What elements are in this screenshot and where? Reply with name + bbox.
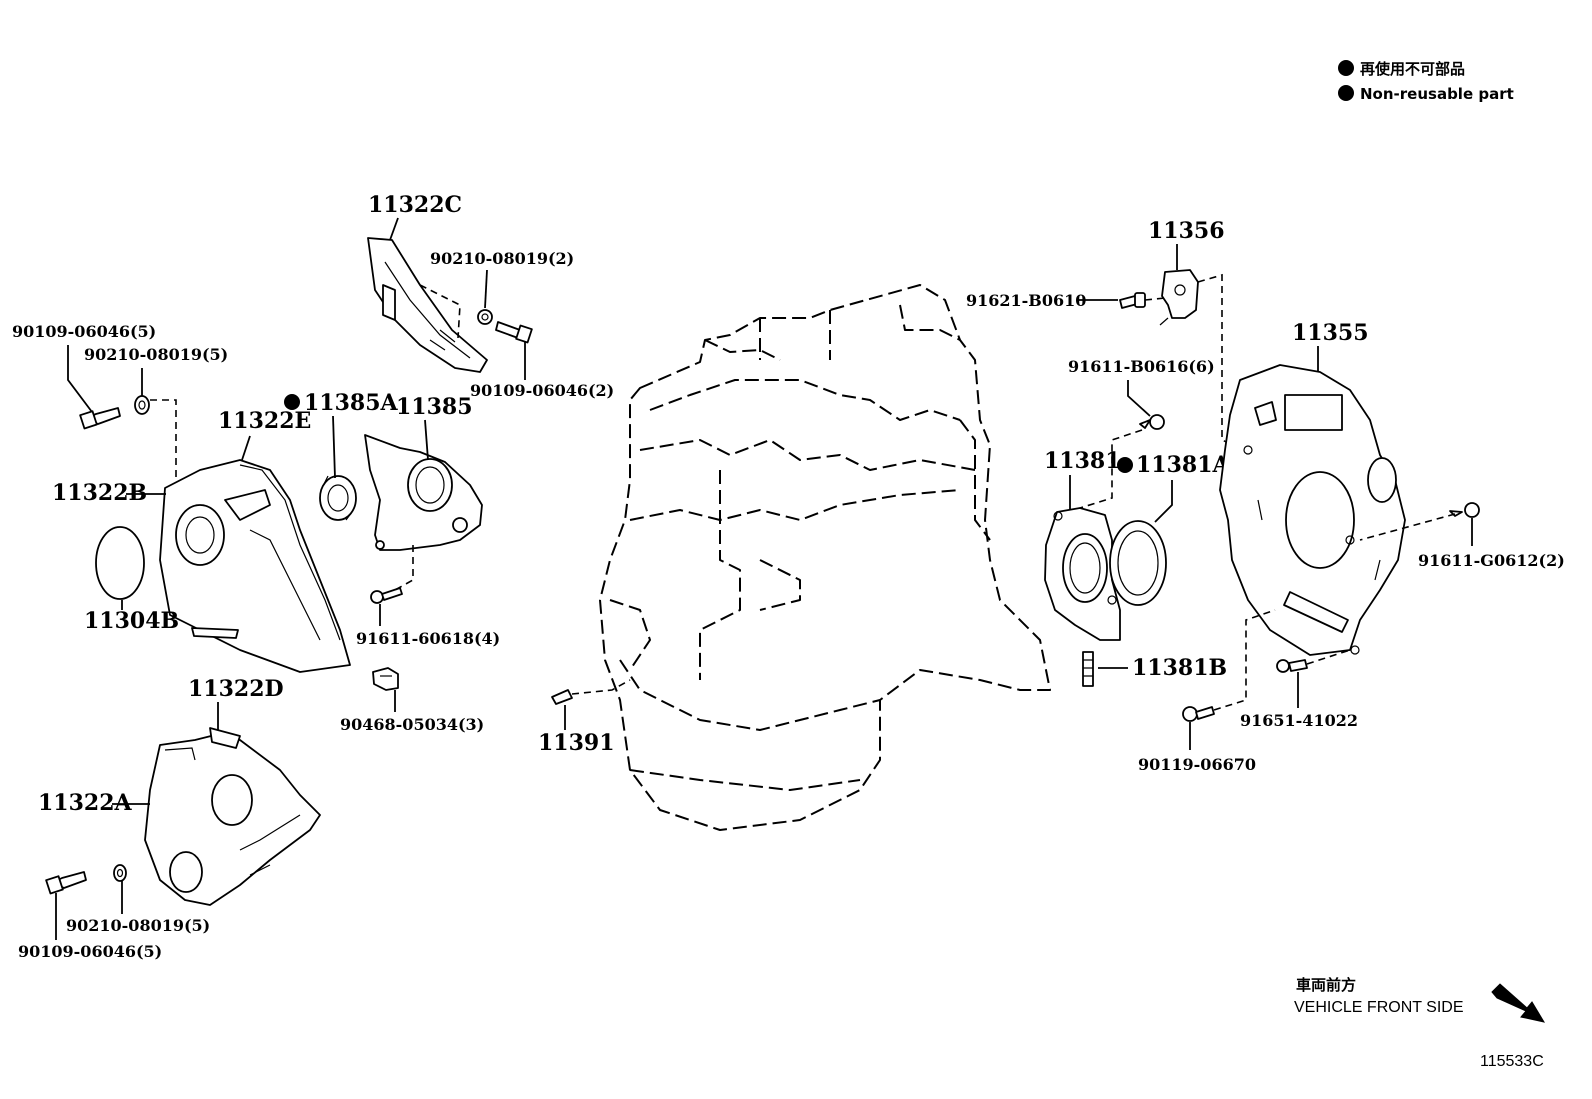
part-91611-B0616: 91611-B0616(6) — [1068, 357, 1215, 509]
label-90109-06046-5-top: 90109-06046(5) — [12, 322, 156, 341]
legend: 再使用不可部品 Non-reusable part — [1338, 60, 1514, 103]
label-11385A: 11385A — [304, 390, 399, 416]
part-11381B: 11381B — [1082, 651, 1227, 687]
legend-jp: 再使用不可部品 — [1360, 60, 1465, 78]
label-90109-06046-2: 90109-06046(2) — [470, 381, 614, 400]
label-90119-06670: 90119-06670 — [1138, 755, 1256, 774]
part-11322C: 11322C — [367, 192, 488, 373]
label-11355: 11355 — [1292, 320, 1369, 346]
label-90109-06046-5-bottom: 90109-06046(5) — [18, 942, 162, 961]
label-11356: 11356 — [1148, 218, 1225, 244]
part-11356: 11356 — [1148, 218, 1241, 449]
vehicle-direction: 車両前方 VEHICLE FRONT SIDE — [1294, 976, 1546, 1023]
engine-block-outline — [599, 284, 1051, 831]
part-91621-B0610: 91621-B0610 — [966, 291, 1166, 310]
label-11322A: 11322A — [38, 790, 133, 816]
direction-en: VEHICLE FRONT SIDE — [1294, 999, 1464, 1016]
non-reusable-marker-icon — [284, 394, 300, 410]
part-91651-41022: 91651-41022 — [1240, 649, 1358, 730]
label-11385: 11385 — [396, 394, 473, 420]
label-91611-60618: 91611-60618(4) — [356, 629, 500, 648]
label-11381: 11381 — [1044, 448, 1121, 474]
part-90210-08019-2: 90210-08019(2) — [419, 249, 574, 339]
part-90119-06670: 90119-06670 — [1138, 609, 1276, 774]
non-reusable-marker-icon — [1117, 457, 1133, 473]
label-11304B: 11304B — [84, 608, 179, 634]
label-90210-08019-2: 90210-08019(2) — [430, 249, 574, 268]
direction-jp: 車両前方 — [1296, 976, 1356, 994]
part-90210-08019-5-top: 90210-08019(5) — [84, 345, 228, 478]
label-11391: 11391 — [538, 730, 615, 756]
label-90210-08019-5-bottom: 90210-08019(5) — [66, 916, 210, 935]
label-91611-B0616: 91611-B0616(6) — [1068, 357, 1215, 376]
diagram-id: 115533C — [1480, 1053, 1544, 1070]
front-direction-arrow-icon — [1491, 983, 1546, 1023]
part-90210-08019-5-bottom: 90210-08019(5) — [66, 864, 210, 935]
label-11381B: 11381B — [1132, 655, 1227, 681]
part-11391: 11391 — [538, 679, 631, 756]
part-11385: 11385 — [364, 394, 483, 551]
part-90468-05034: 90468-05034(3) — [340, 667, 484, 734]
part-11381A: 11381A — [1109, 452, 1231, 606]
part-11385A: 11385A — [284, 390, 399, 521]
label-91651-41022: 91651-41022 — [1240, 711, 1358, 730]
label-11322E: 11322E — [218, 408, 311, 434]
non-reusable-marker-icon — [1338, 60, 1354, 76]
label-91621-B0610: 91621-B0610 — [966, 291, 1086, 310]
non-reusable-marker-icon — [1338, 85, 1354, 101]
label-90210-08019-5-top: 90210-08019(5) — [84, 345, 228, 364]
label-90468-05034: 90468-05034(3) — [340, 715, 484, 734]
part-11322A-cover: 11322D 11322A — [38, 676, 321, 906]
part-90109-06046-5-top: 90109-06046(5) — [12, 322, 156, 430]
part-11322E-cover: 11322E 11322B — [52, 408, 351, 673]
label-91611-G0612: 91611-G0612(2) — [1418, 551, 1565, 570]
label-11322C: 11322C — [368, 192, 462, 218]
part-90109-06046-5-bottom: 90109-06046(5) — [18, 871, 162, 961]
part-11355: 11355 — [1219, 320, 1406, 656]
part-91611-G0612: 91611-G0612(2) — [1359, 502, 1565, 570]
legend-en: Non-reusable part — [1360, 85, 1514, 103]
part-11381: 11381 — [1044, 448, 1121, 641]
part-90109-06046-2: 90109-06046(2) — [470, 321, 614, 400]
part-91611-60618: 91611-60618(4) — [356, 545, 500, 648]
part-11304B: 11304B — [84, 526, 179, 634]
label-11322D: 11322D — [188, 676, 284, 702]
label-11322B: 11322B — [52, 480, 147, 506]
label-11381A: 11381A — [1136, 452, 1231, 478]
